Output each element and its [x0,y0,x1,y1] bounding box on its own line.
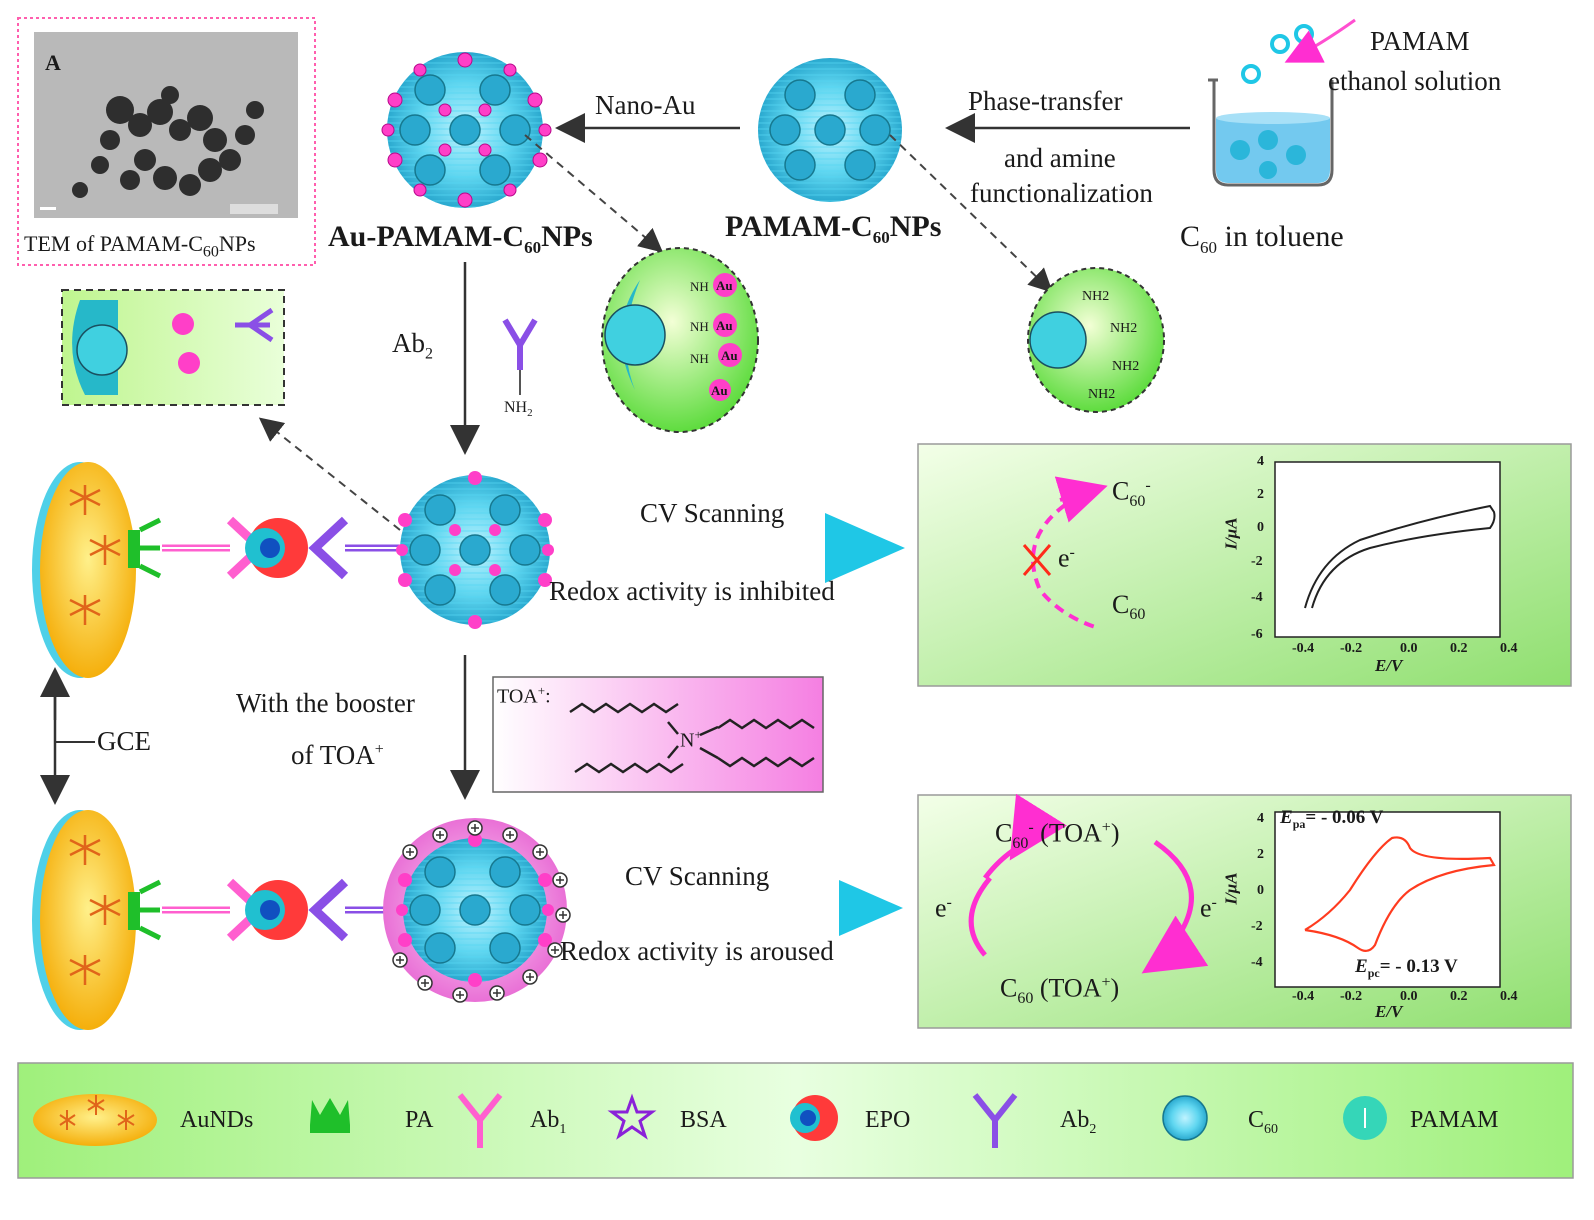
cv-bottom-ytick-m2: -2 [1251,919,1263,934]
redox-inhibited-label: Redox activity is inhibited [549,576,835,606]
tem-caption: TEM of PAMAM-C60NPs [24,231,256,261]
legend-ab1-icon [457,1093,503,1148]
legend-bsa-label: BSA [680,1107,727,1133]
amine-label-1: and amine [1004,143,1116,173]
legend-aunds-label: AuNDs [180,1107,254,1133]
cv-bottom-xtick-2: -0.2 [1340,989,1363,1004]
electron-top: e- [1058,543,1075,573]
pamam-solution-line2: ethanol solution [1328,66,1502,96]
cv-top-ytick-0: 0 [1257,520,1264,535]
cv-top-ytick-m6: -6 [1251,627,1263,642]
cv-curve-top [1304,504,1496,609]
beaker-icon [1208,18,1356,187]
legend-c60-label: C60 [1248,1107,1279,1137]
amine-label-2: functionalization [970,178,1153,208]
electron-left: e- [935,893,952,923]
zoom-nh2-inset [1027,267,1165,413]
redox-aroused-label: Redox activity is aroused [560,936,834,966]
legend-ab1-label: Ab1 [530,1107,567,1137]
cv-top-ylabel: I/μA [1221,517,1241,550]
zoom-au-inset [601,247,759,433]
cv-top-ytick-2: 2 [1257,487,1264,502]
toa-n-label: N+ [680,727,702,752]
c60-anion-toa: C60- (TOA+) [995,818,1120,852]
ab2-icon [502,318,538,370]
booster-line1: With the booster [236,688,415,718]
toa-chains [569,702,815,774]
gce-label: GCE [97,726,151,756]
pamam-c60-np [758,58,902,202]
cv-bottom-ylabel: I/μA [1221,872,1241,905]
cv-curve-bottom [1304,836,1496,952]
au-inset-au-4: Au [711,383,728,398]
c60-anion-top: C60- [1112,476,1151,510]
cv-bottom-xtick-1: -0.4 [1292,989,1315,1004]
sandwich-top [128,471,554,629]
epa-label: Epa= - 0.06 V [1280,807,1384,831]
c60-toa: C60 (TOA+) [1000,973,1120,1007]
pamam-c60-label: PAMAM-C60NPs [725,210,942,247]
c60-toluene-label: C60 in toluene [1180,220,1344,257]
tem-particles [72,86,264,198]
electrode-top [32,462,136,678]
nh2-1: NH2 [1082,289,1110,304]
c60-neutral-top: C60 [1112,590,1146,624]
nh2-2: NH2 [1110,321,1138,336]
au-inset-nh-2: NH [690,319,709,334]
au-inset-nh-3: NH [690,351,709,366]
cv-bottom-xtick-5: 0.4 [1500,989,1518,1004]
legend-pa-icon [310,1098,350,1133]
au-inset-au-1: Au [716,278,733,293]
au-pamam-c60-label: Au-PAMAM-C60NPs [328,220,593,257]
au-inset-nh-1: NH [690,279,709,294]
legend-ab2-label: Ab2 [1060,1107,1097,1137]
nano-au-label: Nano-Au [595,90,696,120]
legend-epo-icon [790,1095,838,1141]
cv-scan-bottom-label: CV Scanning [625,861,770,891]
toa-label: TOA+: [497,683,551,708]
legend-aunds-icon [33,1094,157,1146]
inset-ab2-binding [61,289,285,406]
nh2-3: NH2 [1112,359,1140,374]
electrode-bottom [32,810,136,1030]
cv-top-ytick-4: 4 [1257,454,1264,469]
tem-panel-letter: A [45,50,61,75]
nh2-4: NH2 [1088,387,1116,402]
pamam-solution-line1: PAMAM [1370,26,1470,56]
legend-pa-label: PA [405,1107,434,1133]
au-inset-au-2: Au [716,318,733,333]
sandwich-bottom [128,818,571,1003]
cv-top-xtick-4: 0.2 [1450,641,1468,656]
cv-top-xtick-5: 0.4 [1500,641,1518,656]
cv-bottom-xtick-4: 0.2 [1450,989,1468,1004]
epc-label: Epc= - 0.13 V [1355,956,1458,980]
phase-transfer-label: Phase-transfer [968,86,1123,116]
cv-bottom-ytick-2: 2 [1257,847,1264,862]
legend-pamam-label: PAMAM [1410,1107,1499,1133]
cv-top-ytick-m4: -4 [1251,590,1263,605]
cv-bottom-xlabel: E/V [1375,1002,1403,1021]
legend-epo-label: EPO [865,1107,911,1133]
au-inset-au-3: Au [721,348,738,363]
cv-top-xtick-1: -0.4 [1292,641,1315,656]
cv-bottom-ytick-4: 4 [1257,811,1264,826]
electron-right: e- [1200,893,1217,923]
legend-ab2-icon [972,1093,1018,1148]
cv-top-xtick-3: 0.0 [1400,641,1418,656]
toa-structure-box [492,676,824,793]
cv-bottom-ytick-0: 0 [1257,883,1264,898]
cv-top-ytick-m2: -2 [1251,554,1263,569]
cv-bottom-ytick-m4: -4 [1251,955,1263,970]
cv-scan-top-label: CV Scanning [640,498,785,528]
ab2-step-label: Ab2 [392,328,433,363]
legend-bsa-icon [607,1093,657,1140]
cv-top-xtick-2: -0.2 [1340,641,1363,656]
ab2-nh2-label: NH2 [504,399,533,420]
booster-line2: of TOA+ [291,740,384,770]
au-pamam-c60-np [381,52,552,208]
legend-c60-icon [1162,1095,1208,1141]
cv-bottom-xtick-3: 0.0 [1400,989,1418,1004]
cv-top-xlabel: E/V [1375,656,1403,675]
